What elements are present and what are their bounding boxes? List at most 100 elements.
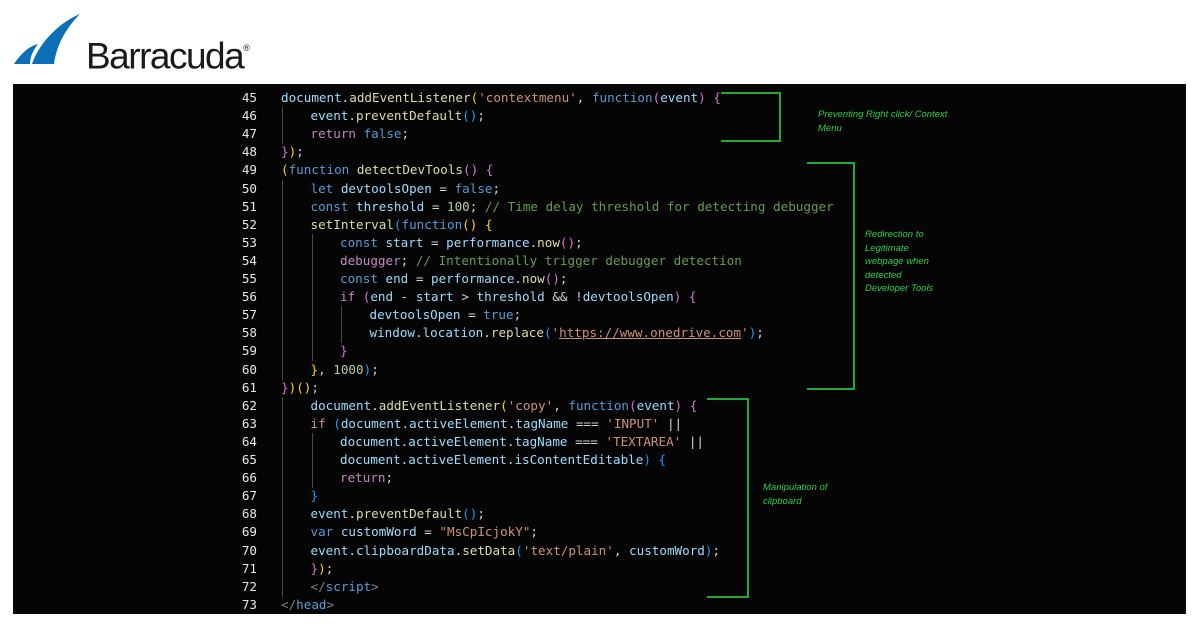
code-token: (: [281, 162, 289, 178]
line-number: 66: [241, 470, 257, 486]
code-text: const threshold = 100; // Time delay thr…: [311, 198, 834, 216]
code-token: >: [453, 289, 477, 305]
code-token: .: [415, 325, 423, 341]
code-text: document.addEventListener('contextmenu',…: [281, 89, 721, 107]
code-token: ,: [613, 542, 630, 558]
code-token: =: [431, 180, 455, 196]
indent-guide: [311, 451, 313, 470]
code-token: head: [296, 596, 327, 612]
code-token: // Intentionally trigger debugger detect…: [415, 252, 742, 268]
annotation-line: Menu: [818, 122, 842, 134]
code-text: setInterval(function() {: [311, 216, 493, 234]
code-token: =: [423, 234, 447, 250]
code-token: now: [537, 234, 560, 250]
code-token: ;: [559, 271, 568, 286]
code-token: let: [310, 180, 341, 196]
code-token: ): [288, 144, 297, 160]
code-token: =: [460, 307, 484, 323]
code-text: }: [311, 487, 319, 505]
code-token: ,: [576, 90, 592, 105]
annotation-clipboard: Manipulation of clipboard: [763, 481, 827, 508]
code-token: (): [462, 506, 478, 522]
code-token: (): [462, 216, 478, 232]
indent-guide: [282, 179, 283, 199]
code-token: replace: [490, 325, 544, 341]
code-token: ;: [477, 108, 485, 124]
code-text: if (end - start > threshold && !devtools…: [340, 288, 696, 306]
code-token: start: [385, 234, 424, 250]
code-token: [681, 289, 689, 304]
code-line: 49(function detectDevTools() {: [13, 161, 813, 179]
code-token: ): [318, 560, 326, 576]
code-token: .: [348, 108, 357, 124]
code-token: detectDevTools: [356, 162, 463, 178]
code-token: threshold: [356, 198, 425, 214]
code-token: .: [483, 325, 491, 341]
code-token: (: [543, 325, 552, 341]
code-token: </: [281, 596, 297, 612]
code-token: [651, 452, 659, 467]
code-text: </head>: [281, 596, 334, 614]
code-token: ': [551, 325, 560, 341]
code-token: ===: [568, 415, 607, 431]
code-text: const start = performance.now();: [340, 234, 583, 252]
indent-guide: [282, 288, 283, 308]
line-number: 73: [241, 596, 257, 612]
brand-name: Barracuda®: [86, 35, 250, 77]
code-token: addEventListener: [349, 90, 471, 105]
line-number: 67: [241, 488, 257, 504]
code-token: {: [484, 216, 493, 232]
code-token: document: [281, 90, 342, 105]
line-number: 47: [241, 126, 257, 142]
code-line: 73 </head>: [13, 596, 813, 614]
code-token: ;: [311, 379, 319, 395]
code-token: document: [340, 415, 402, 431]
code-token: </: [310, 578, 326, 594]
code-token: ;: [530, 524, 539, 540]
line-number: 50: [241, 180, 257, 196]
code-token: tagName: [514, 433, 568, 449]
code-token: ||: [681, 433, 705, 449]
code-line: 47 return false;: [13, 125, 813, 145]
line-number: 51: [241, 198, 257, 214]
code-token: .: [371, 397, 379, 413]
code-token: setData: [462, 542, 516, 558]
code-token: ): [674, 397, 683, 413]
code-token[interactable]: https://www.onedrive.com: [559, 325, 742, 341]
code-token: devtoolsOpen: [582, 289, 674, 305]
code-token: end: [370, 289, 394, 305]
indent-guide: [311, 342, 313, 362]
indent-guide: [282, 360, 283, 380]
code-token: const: [340, 234, 386, 250]
code-token: event: [660, 90, 699, 105]
code-token: customWord: [629, 542, 705, 558]
indent-guide: [282, 197, 283, 217]
code-token: }: [281, 144, 289, 160]
code-token: 'copy': [507, 397, 554, 413]
code-token: now: [522, 271, 545, 286]
code-line: 48});: [13, 143, 813, 161]
code-text: });: [281, 143, 304, 161]
code-token: activeElement: [409, 415, 508, 431]
annotation-bracket-clipboard: [707, 398, 749, 598]
code-token: ;: [401, 126, 410, 142]
code-token: (): [544, 271, 560, 286]
code-token: ;: [469, 198, 485, 214]
code-text: return false;: [311, 125, 410, 143]
code-token: event: [310, 506, 349, 522]
code-token: ): [698, 90, 706, 105]
code-token: event: [636, 397, 675, 413]
indent-guide: [282, 451, 283, 470]
indent-guide: [311, 288, 313, 308]
code-token: performance: [431, 271, 515, 286]
code-text: const end = performance.now();: [340, 270, 568, 288]
code-token: activeElement: [408, 433, 507, 449]
code-token: .: [506, 452, 515, 467]
